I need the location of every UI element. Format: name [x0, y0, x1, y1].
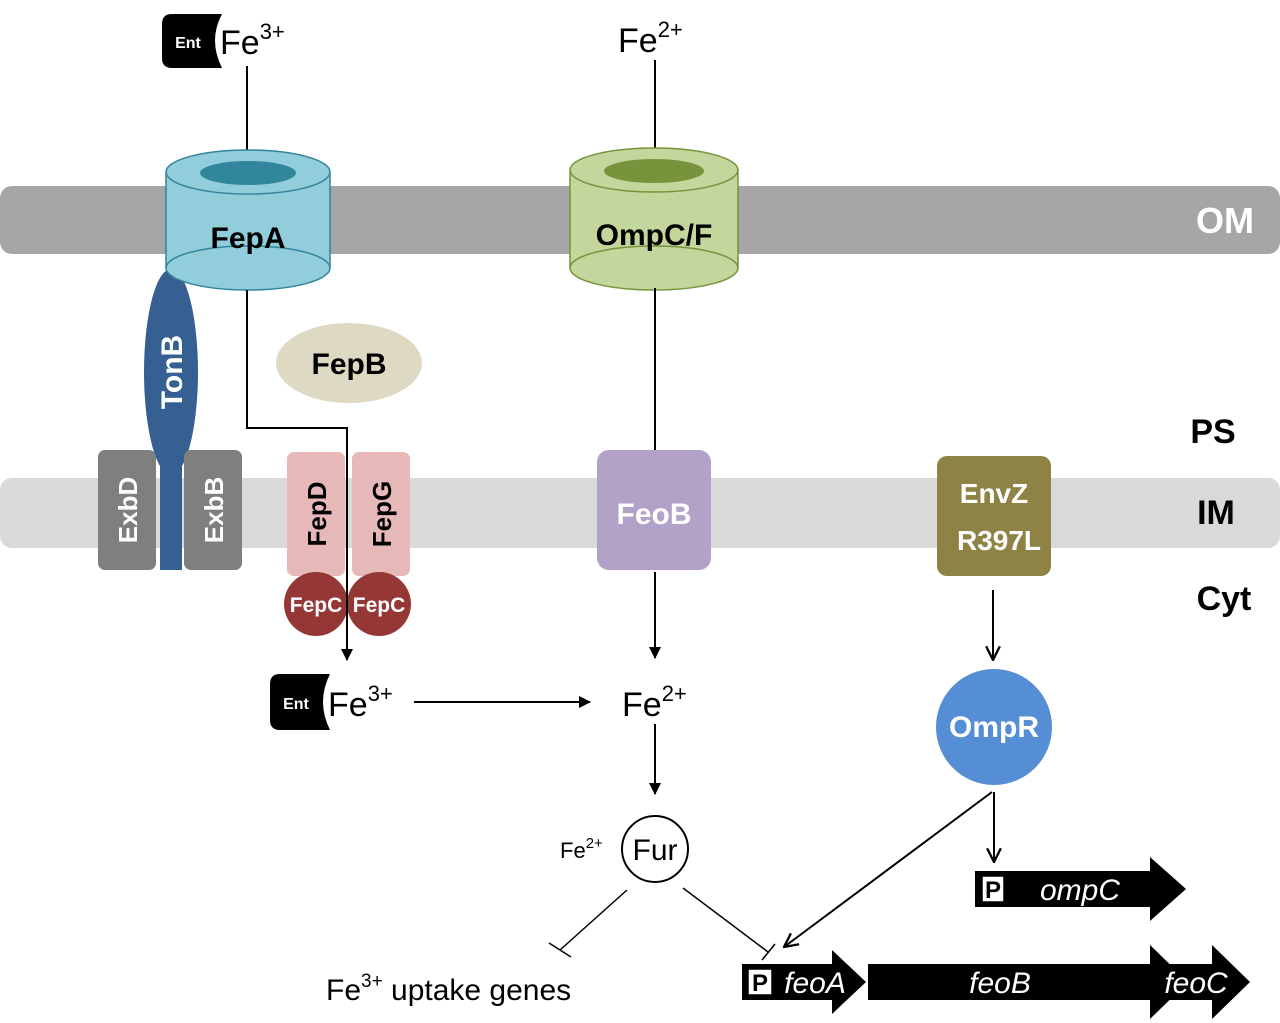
ent-tag-cyt: [270, 674, 330, 730]
label-om: OM: [1196, 200, 1254, 241]
tonb: [144, 269, 198, 475]
fur-fe2: Fe2+: [560, 835, 603, 863]
feoa-promoter: [747, 968, 773, 996]
label-cyt: Cyt: [1197, 580, 1252, 618]
ompcf-bottom: [569, 245, 739, 291]
ent-fe3-top: Ent Fe3+: [162, 14, 285, 68]
fepb-label: FepB: [312, 348, 387, 381]
fepc-right-label: FepC: [353, 594, 406, 617]
fe3-top: Fe3+: [220, 19, 285, 62]
label-im: IM: [1197, 494, 1235, 532]
fepg: [352, 452, 410, 576]
ent-label-cyt: Ent: [283, 696, 309, 713]
ompc-promoter-label: P: [985, 877, 1001, 904]
fur-represses-uptake-line: [559, 889, 628, 951]
ompc-gene: [975, 857, 1186, 921]
fur-represses-feo-line: [682, 887, 769, 953]
exbd: [98, 450, 156, 570]
fepc-left: [284, 572, 348, 636]
feoa-promoter-label: P: [752, 970, 768, 997]
envz-label-line1: EnvZ: [960, 478, 1028, 509]
ent-tag-top: [162, 14, 222, 68]
ompc-label: ompC: [1040, 874, 1120, 907]
ompr-to-feoa-arrow: [784, 791, 993, 947]
feoa-label: feoA: [784, 967, 846, 1000]
fepd-label: FepD: [302, 482, 332, 547]
fur-represses-feo-bar: [761, 943, 776, 961]
fe3-uptake-genes: Fe3+ uptake genes: [326, 971, 571, 1007]
tonb-label: TonB: [156, 335, 189, 409]
feob-label: FeoB: [617, 498, 692, 531]
feoc-gene: [1162, 945, 1250, 1019]
ompr-label: OmpR: [949, 711, 1039, 744]
fur-label: Fur: [633, 834, 678, 867]
fepa-label: FepA: [211, 222, 286, 255]
tonb-stalk: [160, 450, 182, 570]
fepg-label: FepG: [367, 481, 397, 547]
exbb: [184, 450, 242, 570]
ompr: [936, 669, 1052, 785]
fepa-pore: [200, 161, 296, 185]
ompc-promoter: [981, 875, 1005, 903]
ent-fe3-transport-arrow: [246, 290, 353, 661]
fe3-cyt: Fe3+: [328, 681, 393, 724]
fepd: [287, 452, 345, 576]
fepa: FepA: [165, 149, 331, 291]
ompcf-label: OmpC/F: [596, 219, 713, 252]
ompcf: OmpC/F: [569, 147, 739, 291]
fepc-left-label: FepC: [290, 594, 343, 617]
exbd-label: ExbD: [113, 477, 143, 543]
ompcf-pore: [604, 159, 704, 183]
feob: [597, 450, 711, 570]
feoc-label: feoC: [1164, 967, 1228, 1000]
feob-gene: [868, 945, 1188, 1019]
feob-gene-label: feoB: [969, 967, 1031, 1000]
fe2-top: Fe2+: [618, 17, 683, 60]
fepb: [276, 323, 422, 403]
feoa-gene: [742, 950, 866, 1014]
envz-label-line2: R397L: [957, 525, 1041, 556]
fur-represses-uptake-bar: [548, 942, 572, 958]
envz: [937, 456, 1051, 576]
exbb-label: ExbB: [199, 477, 229, 543]
ent-fe3-cyt: Ent Fe3+: [270, 674, 393, 730]
fur: [621, 815, 689, 883]
fe2-cyt: Fe2+: [622, 681, 687, 724]
fepc-right: [347, 572, 411, 636]
label-ps: PS: [1190, 413, 1235, 451]
ent-label-top: Ent: [175, 35, 201, 52]
